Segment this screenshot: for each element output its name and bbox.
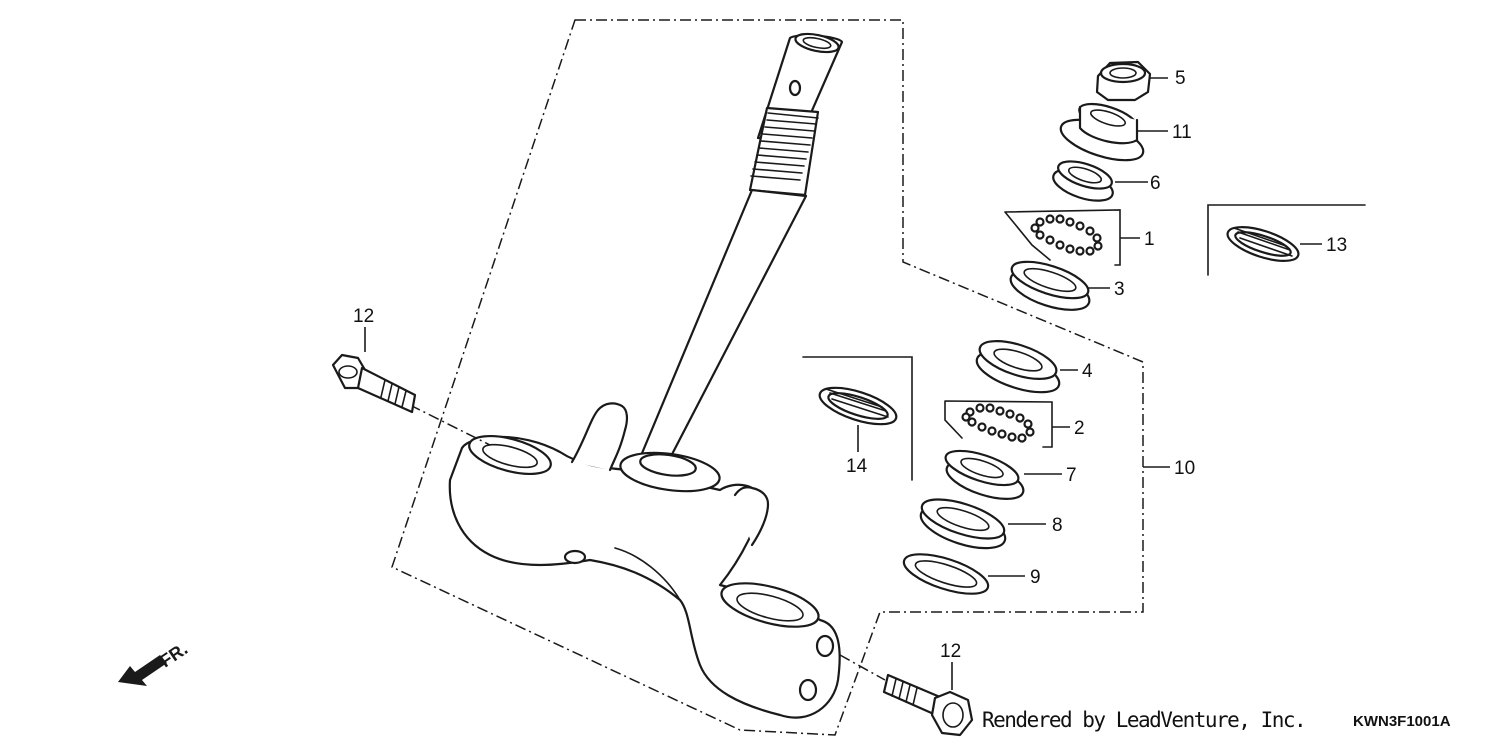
callout-1: 1 <box>1144 229 1155 250</box>
callout-4: 4 <box>1082 361 1093 382</box>
adjusting-nut <box>1059 102 1145 162</box>
bearing-group-bottom-bracket <box>944 400 1053 448</box>
callout-3: 3 <box>1114 279 1125 300</box>
callout-11: 11 <box>1172 122 1192 143</box>
steering-stem-nut <box>1095 60 1152 102</box>
callout-13: 13 <box>1326 235 1347 256</box>
top-cone-race <box>1052 160 1114 202</box>
steering-stem <box>448 32 844 719</box>
bottom-ball-race <box>975 340 1061 394</box>
callout-7: 7 <box>1066 465 1077 486</box>
diagram-code: KWN3F1001A <box>1353 713 1451 730</box>
dust-seal <box>919 498 1007 550</box>
bearing-set-14 <box>818 386 898 426</box>
pinch-bolt-upper <box>331 353 491 446</box>
render-credit: Rendered by LeadVenture, Inc. <box>982 708 1307 732</box>
callout-8: 8 <box>1052 515 1063 536</box>
part-14-bracket <box>802 356 913 481</box>
callout-2: 2 <box>1074 418 1085 439</box>
callout-6: 6 <box>1150 173 1161 194</box>
dust-seal-washer <box>902 553 990 595</box>
callout-12a: 12 <box>353 306 374 327</box>
assembly-boundary-outline <box>391 19 1144 736</box>
top-ball-race <box>1009 260 1091 311</box>
part-13-bracket <box>1207 204 1366 276</box>
callout-10: 10 <box>1174 458 1195 479</box>
pinch-bolt-lower <box>839 654 974 737</box>
callout-12b: 12 <box>940 641 961 662</box>
callout-9: 9 <box>1030 567 1041 588</box>
bottom-ball-bearings <box>961 403 1035 443</box>
top-ball-bearings <box>1030 214 1103 256</box>
bearing-set-13 <box>1226 226 1300 262</box>
callout-14: 14 <box>846 456 868 477</box>
bottom-cone-race <box>944 449 1025 500</box>
front-direction-arrow-icon: FR. <box>118 639 191 686</box>
callout-5: 5 <box>1175 68 1186 89</box>
